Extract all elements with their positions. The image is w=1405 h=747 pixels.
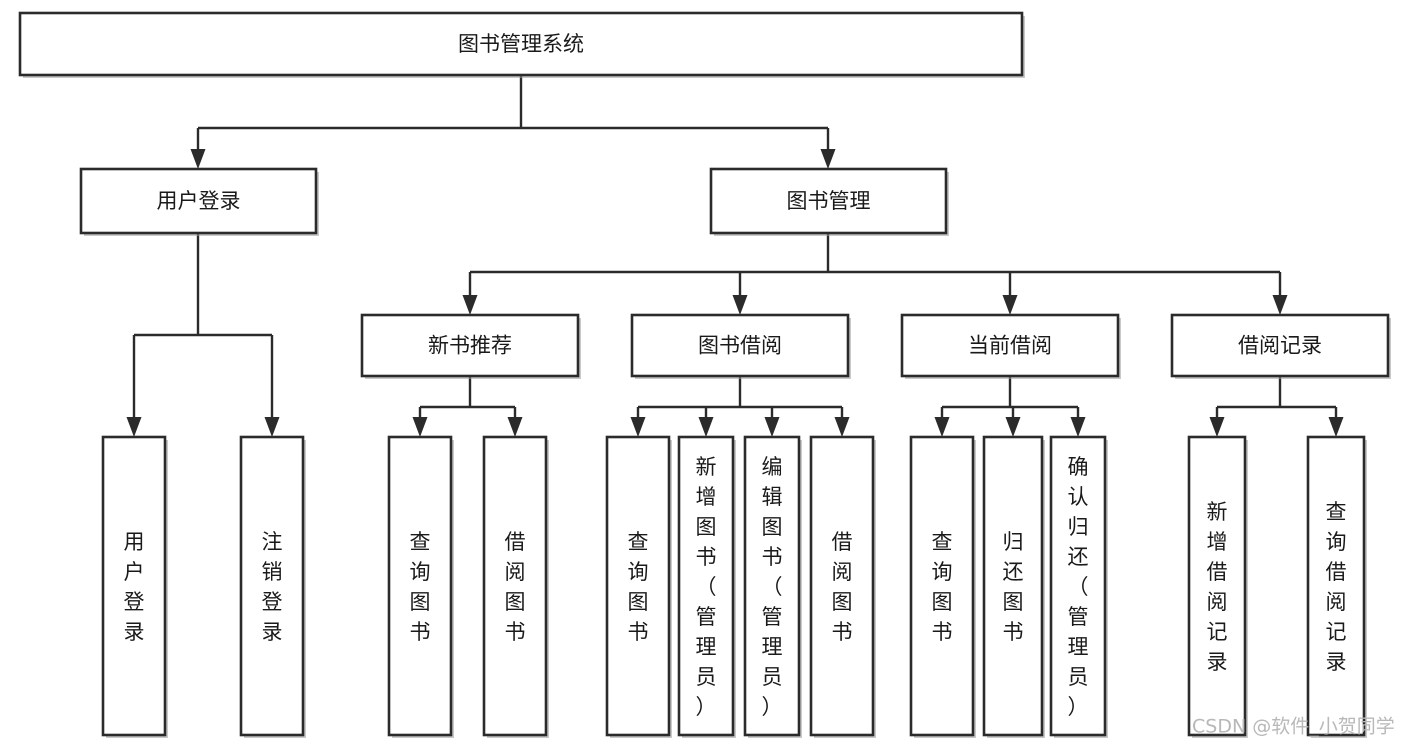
node-leaf-query-record[interactable]: 查询借阅记录 (1306, 435, 1367, 738)
book-manage-to-l2-0-arrow-icon (462, 295, 478, 315)
node-label: 当前借阅 (968, 334, 1052, 358)
node-leaf-user-login[interactable]: 用户登录 (101, 435, 168, 738)
connector-layer (126, 75, 1344, 437)
node-rect (1187, 435, 1247, 737)
node-rect (909, 435, 975, 737)
l2-leaf-leaf-confirm-return-arrow-icon (1070, 417, 1086, 437)
node-leaf-query-book-3[interactable]: 查询图书 (909, 435, 976, 738)
l2-leaf-leaf-query-record-arrow-icon (1328, 417, 1344, 437)
node-new-book-recommend[interactable]: 新书推荐 (360, 313, 581, 379)
node-user-login[interactable]: 用户登录 (79, 167, 319, 236)
root-to-l1-1-arrow-icon (820, 149, 836, 169)
node-label: 图书管理 (787, 189, 871, 213)
node-label: 图书管理系统 (458, 32, 584, 56)
node-root[interactable]: 图书管理系统 (18, 11, 1025, 78)
node-label: 归还图书 (1003, 530, 1024, 644)
node-rect (900, 313, 1120, 378)
node-rect (809, 435, 875, 737)
node-leaf-borrow-book-2[interactable]: 借阅图书 (809, 435, 876, 738)
node-label: 用户登录 (124, 530, 145, 644)
l2-leaf-leaf-query-book-1-arrow-icon (412, 417, 428, 437)
node-borrow-record[interactable]: 借阅记录 (1170, 313, 1391, 379)
node-rect (982, 435, 1044, 737)
node-label: 注销登录 (262, 530, 283, 644)
node-leaf-query-book-2[interactable]: 查询图书 (605, 435, 672, 738)
l2-leaf-leaf-edit-book-arrow-icon (764, 417, 780, 437)
l2-leaf-leaf-add-book-arrow-icon (698, 417, 714, 437)
node-book-borrow[interactable]: 图书借阅 (630, 313, 851, 379)
node-rect (387, 435, 453, 737)
node-rect (239, 435, 305, 737)
node-rect (360, 313, 580, 378)
l2-leaf-leaf-query-book-2-arrow-icon (630, 417, 646, 437)
node-book-manage[interactable]: 图书管理 (709, 167, 949, 236)
book-manage-to-l2-3-arrow-icon (1272, 295, 1288, 315)
root-to-l1-0-arrow-icon (190, 149, 206, 169)
node-leaf-confirm-return[interactable]: 确认归还（管理员） (1049, 435, 1108, 738)
node-layer: 图书管理系统用户登录图书管理新书推荐图书借阅当前借阅借阅记录用户登录注销登录查询… (18, 11, 1391, 738)
node-label: 借阅图书 (505, 530, 526, 644)
node-label: 新书推荐 (428, 334, 512, 358)
node-rect (677, 435, 735, 737)
l2-leaf-leaf-borrow-book-1-arrow-icon (507, 417, 523, 437)
l2-leaf-leaf-borrow-book-2-arrow-icon (834, 417, 850, 437)
node-leaf-add-record[interactable]: 新增借阅记录 (1187, 435, 1248, 738)
node-label: 借阅记录 (1238, 334, 1322, 358)
node-rect (79, 167, 318, 235)
csdn-watermark: CSDN @软件_小贺同学 (1192, 716, 1395, 738)
node-rect (101, 435, 167, 737)
node-leaf-add-book[interactable]: 新增图书（管理员） (677, 435, 736, 738)
node-label: 查询图书 (410, 530, 431, 644)
l2-leaf-leaf-return-book-arrow-icon (1005, 417, 1021, 437)
node-rect (18, 11, 1024, 77)
node-label: 图书借阅 (698, 334, 782, 358)
node-label: 查询图书 (628, 530, 649, 644)
user-login-leaf-0-arrow-icon (126, 417, 142, 437)
node-rect (1306, 435, 1366, 737)
node-leaf-edit-book[interactable]: 编辑图书（管理员） (743, 435, 802, 738)
book-manage-to-l2-1-arrow-icon (732, 295, 748, 315)
user-login-leaf-1-arrow-icon (264, 417, 280, 437)
node-rect (743, 435, 801, 737)
node-leaf-user-logout[interactable]: 注销登录 (239, 435, 306, 738)
node-leaf-query-book-1[interactable]: 查询图书 (387, 435, 454, 738)
node-rect (482, 435, 548, 737)
watermark-layer: CSDN @软件_小贺同学 (1192, 716, 1395, 738)
node-label: 用户登录 (157, 189, 241, 213)
node-current-borrow[interactable]: 当前借阅 (900, 313, 1121, 379)
node-label: 借阅图书 (832, 530, 853, 644)
node-rect (709, 167, 948, 235)
l2-leaf-leaf-add-record-arrow-icon (1209, 417, 1225, 437)
node-label: 确认归还（管理员） (1068, 455, 1089, 719)
node-rect (1170, 313, 1390, 378)
node-rect (605, 435, 671, 737)
node-label: 查询借阅记录 (1326, 500, 1347, 674)
node-label: 新增借阅记录 (1207, 500, 1228, 674)
node-rect (630, 313, 850, 378)
node-label: 新增图书（管理员） (696, 455, 717, 719)
node-label: 查询图书 (932, 530, 953, 644)
l2-leaf-leaf-query-book-3-arrow-icon (934, 417, 950, 437)
node-label: 编辑图书（管理员） (762, 455, 783, 719)
node-rect (1049, 435, 1107, 737)
book-manage-to-l2-2-arrow-icon (1002, 295, 1018, 315)
node-leaf-return-book[interactable]: 归还图书 (982, 435, 1045, 738)
node-leaf-borrow-book-1[interactable]: 借阅图书 (482, 435, 549, 738)
